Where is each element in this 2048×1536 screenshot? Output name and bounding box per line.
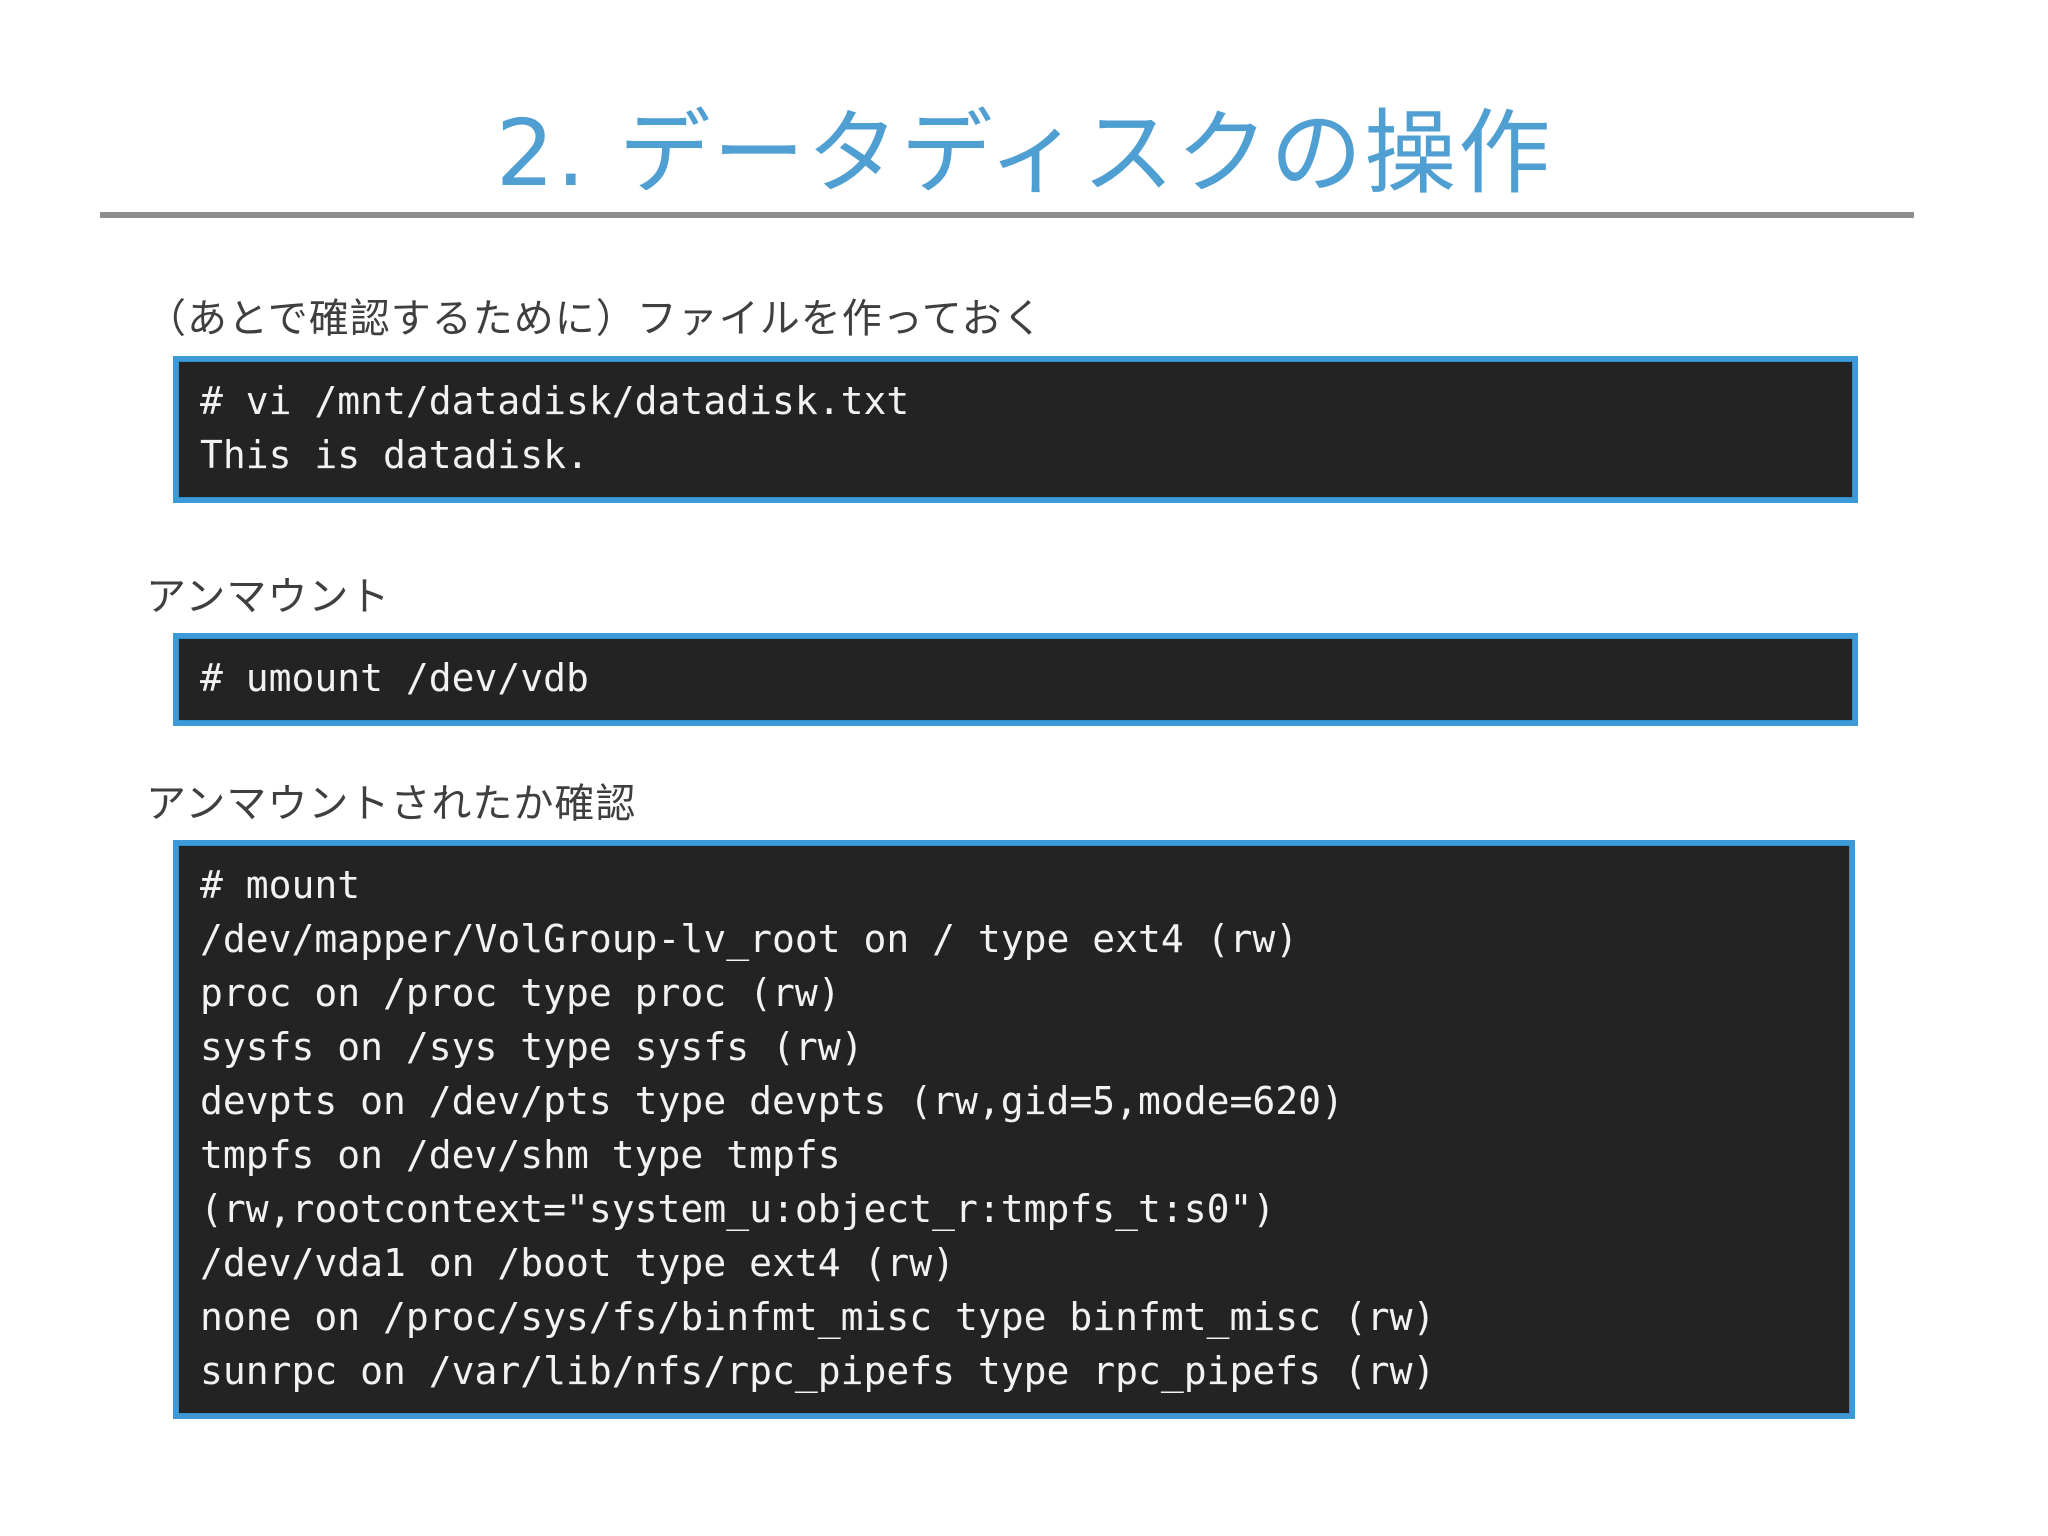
section-create-file: （あとで確認するために）ファイルを作っておく # vi /mnt/datadis…	[146, 295, 1858, 503]
section-label-verify-unmount: アンマウントされたか確認	[146, 781, 637, 827]
code-line: This is datadisk.	[200, 433, 589, 477]
page-title: 2. データディスクの操作	[495, 99, 1553, 207]
code-line: (rw,rootcontext="system_u:object_r:tmpfs…	[200, 1187, 1276, 1231]
code-line: /dev/vda1 on /boot type ext4 (rw)	[200, 1241, 955, 1285]
code-line: /dev/mapper/VolGroup-lv_root on / type e…	[200, 917, 1299, 961]
section-label-create-file: （あとで確認するために）ファイルを作っておく	[146, 296, 1044, 342]
code-line: devpts on /dev/pts type devpts (rw,gid=5…	[200, 1079, 1344, 1123]
code-line: sunrpc on /var/lib/nfs/rpc_pipefs type r…	[200, 1349, 1436, 1393]
code-block-mount-output[interactable]: # mount /dev/mapper/VolGroup-lv_root on …	[173, 840, 1855, 1419]
code-block-create-file[interactable]: # vi /mnt/datadisk/datadisk.txt This is …	[173, 356, 1858, 503]
code-line: tmpfs on /dev/shm type tmpfs	[200, 1133, 841, 1177]
code-line: # umount /dev/vdb	[200, 656, 589, 700]
code-line: sysfs on /sys type sysfs (rw)	[200, 1025, 864, 1069]
code-line: none on /proc/sys/fs/binfmt_misc type bi…	[200, 1295, 1436, 1339]
section-verify-unmount: アンマウントされたか確認 # mount /dev/mapper/VolGrou…	[146, 780, 1855, 1419]
title-divider	[100, 212, 1914, 218]
code-line: # vi /mnt/datadisk/datadisk.txt	[200, 379, 910, 423]
code-line: proc on /proc type proc (rw)	[200, 971, 841, 1015]
code-block-umount[interactable]: # umount /dev/vdb	[173, 633, 1858, 726]
section-label-umount: アンマウント	[146, 574, 391, 620]
section-umount: アンマウント # umount /dev/vdb	[146, 573, 1858, 726]
code-line: # mount	[200, 863, 361, 907]
